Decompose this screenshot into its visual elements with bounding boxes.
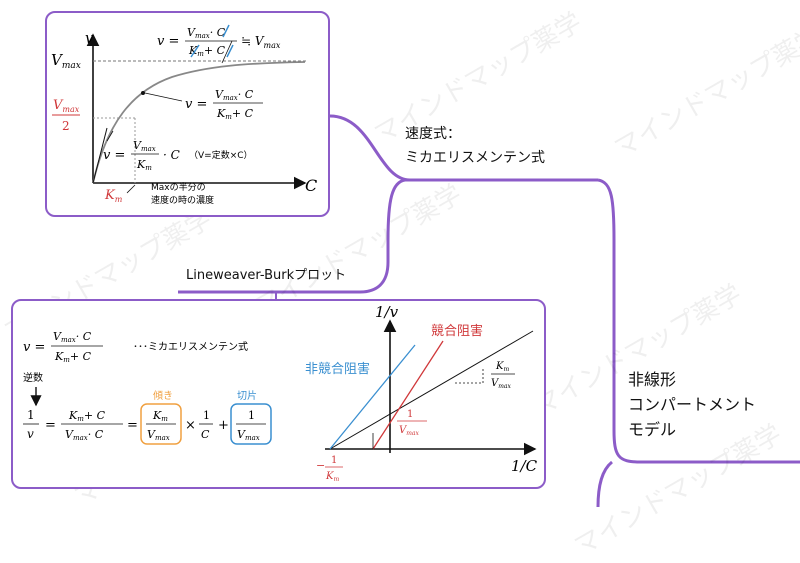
mm-top-eq-strike-3 [226,44,234,58]
lb-eq2-mid-num: Km+ C [68,409,106,423]
lb-line-noncompetitive [329,344,416,450]
mm-mid-eq-num: Vmax· C [215,88,254,102]
lb-competitive-label: 競合阻害 [431,323,483,339]
lb-line-normal [329,330,534,450]
lineweaver-burk-card[interactable]: v = Vmax· C Km+ C ･･･ミカエリスメンテン式 逆数 1 v =… [11,299,546,489]
lb-c-den: C [201,428,210,441]
lb-times: × [185,418,196,433]
lb-slope-label: 傾き [153,389,173,402]
mm-low-eq-tail: · C [163,148,180,162]
lb-int-num: 1 [248,409,255,422]
mindmap-connectors [178,114,800,507]
mm-km-label: Km [104,188,123,204]
mm-half-num: Vmax [53,98,80,114]
lb-eq2-lhs-num: 1 [27,408,35,422]
lb-eq1-note: ･･･ミカエリスメンテン式 [133,340,248,353]
lb-y-int-num: 1 [407,409,413,420]
mm-top-pointer [221,40,233,64]
model-node-line-2: コンパートメント [628,395,757,414]
lb-intercept-label: 切片 [237,389,257,402]
lb-inverse-label: 逆数 [23,371,43,384]
lb-slope-box [140,403,182,445]
lb-c-num: 1 [203,409,210,422]
lb-node-text: Lineweaver-Burkプロット [186,268,347,283]
lb-y-int-den: Vmax [399,425,420,437]
lineweaver-burk-content: v = Vmax· C Km+ C ･･･ミカエリスメンテン式 逆数 1 v =… [23,303,538,483]
lb-plus: + [218,418,229,433]
lb-eq2-eq2: = [127,418,138,433]
lb-line-competitive [372,340,444,450]
mm-curve [92,61,306,184]
mm-low-note: （V=定数×C） [189,149,253,161]
mm-axis-vmax: Vmax [51,51,81,71]
mm-km-pointer [126,184,136,194]
mm-top-eq-strike-1 [222,24,230,38]
mm-km-note-1: Maxの半分の [151,181,206,193]
mm-node-line-1: 速度式： [405,126,461,142]
michaelis-menten-graph: v Vmax Vmax 2 C v = Vmax· C Km+ C ≒ Vmax… [51,24,317,206]
mm-half-den: 2 [62,119,70,133]
mm-axis-c: C [305,176,317,195]
branch-to-lb [178,178,406,294]
lb-eq1-den: Km+ C [54,350,92,364]
lb-graph-slope-num: Km [495,361,509,373]
lb-slope-num: Km [152,409,168,423]
lb-eq1-lhs: v = [23,340,45,355]
lb-x-int-sign: − [316,459,325,472]
mm-node-label[interactable]: 速度式： ミカエリスメンテン式 [405,124,545,168]
model-node-line-3: モデル [628,420,677,439]
lb-slope-den: Vmax [147,428,170,442]
lb-eq2-lhs-den: v [27,427,34,441]
branch-continue-down [596,460,614,507]
branch-to-model [597,178,800,464]
mm-top-eq-num: Vmax· C [187,26,226,40]
mm-low-pointer [106,130,114,142]
lb-graph-axis-x: 1/C [511,457,538,475]
lb-noncompetitive-label: 非競合阻害 [305,361,370,377]
model-node-label[interactable]: 非線形 コンパートメント モデル [628,368,756,441]
mm-km-note-2: 速度の時の濃度 [151,194,214,206]
lb-node-label[interactable]: Lineweaver-Burkプロット [186,266,346,286]
lb-int-den: Vmax [237,428,260,442]
branch-to-mm-card [329,114,411,182]
lb-eq2-mid-den: Vmax· C [65,428,104,442]
lb-graph-axis-y: 1/v [375,303,399,321]
lb-eq1-num: Vmax· C [53,330,92,344]
lb-x-int-den: Km [325,471,339,483]
mm-node-line-2: ミカエリスメンテン式 [405,150,545,166]
lb-x-int-num: 1 [331,455,337,466]
mm-mid-pointer [144,92,183,102]
mm-low-eq-den: Km [136,158,152,172]
mm-top-eq-approx: ≒ Vmax [241,34,281,50]
mm-mid-eq-den: Km+ C [216,107,254,121]
mm-top-eq-den: Km+ C [188,44,226,58]
lb-intercept-box [230,403,272,445]
mm-mid-eq-lhs: v = [185,97,207,112]
mm-axis-v: v [85,29,94,47]
mm-top-eq-strike-2 [190,44,200,58]
mm-top-eq-lhs: v = [157,34,179,49]
mm-mid-dot [141,91,145,95]
mm-low-eq-lhs: v = [103,148,125,163]
mm-low-eq-num: Vmax [133,139,156,153]
mm-initial-line [92,127,108,184]
lb-graph-slope-den: Vmax [491,378,512,390]
lb-eq2-eq1: = [45,418,56,433]
model-node-line-1: 非線形 [628,370,677,389]
michaelis-menten-card[interactable]: v Vmax Vmax 2 C v = Vmax· C Km+ C ≒ Vmax… [45,11,330,217]
